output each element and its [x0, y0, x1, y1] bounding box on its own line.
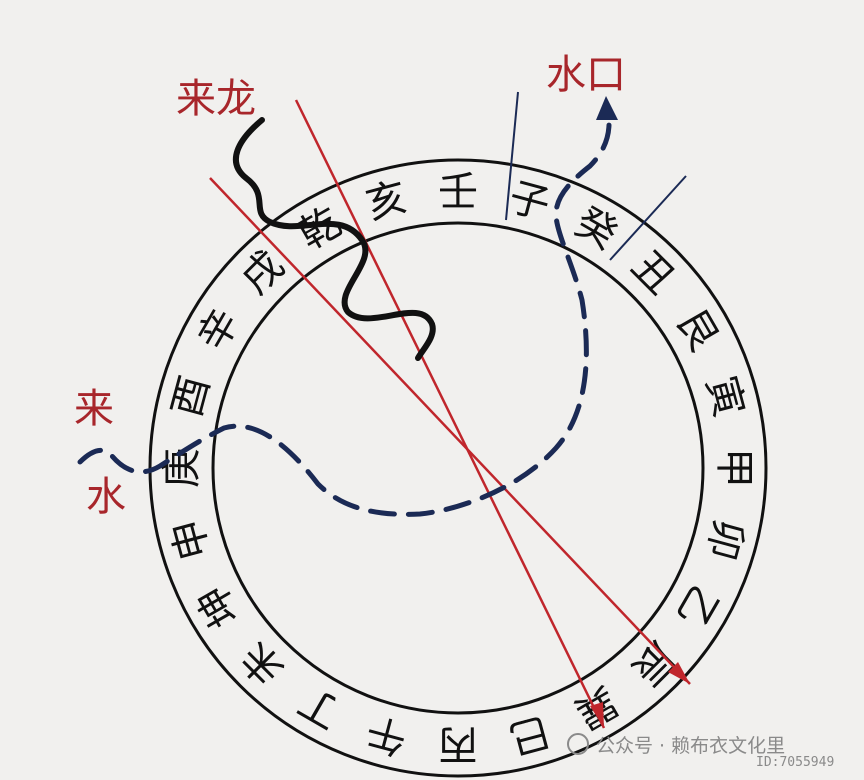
water-outlet-arrowhead — [596, 96, 618, 120]
ring-char: 丁 — [291, 677, 349, 737]
red-line-1 — [294, 99, 606, 729]
dragon-label: 来龙 — [176, 76, 256, 122]
wechat-icon — [567, 733, 589, 755]
sector-divider-right — [609, 175, 687, 261]
ring-char: 午 — [361, 707, 412, 762]
red-arrowhead-2 — [668, 662, 690, 684]
ring-characters: 壬子癸丑艮寅甲卯乙辰巽巳丙午丁未坤申庚酉辛戌乾亥 — [159, 169, 757, 767]
incoming-water-label-bottom: 水 — [86, 474, 126, 520]
incoming-water-label-top: 来 — [74, 386, 114, 432]
ring-char: 乙 — [667, 577, 727, 635]
ring-char: 卯 — [697, 514, 752, 565]
ring-char: 艮 — [667, 301, 727, 359]
ring-char: 酉 — [164, 371, 219, 422]
ring-char: 乾 — [291, 199, 349, 259]
ring-char: 亥 — [361, 174, 412, 229]
inner-ring — [211, 221, 705, 715]
ring-char: 申 — [164, 514, 219, 565]
ring-char: 壬 — [438, 169, 478, 215]
watermark-id: ID:7055949 — [756, 755, 834, 770]
ring-char: 丙 — [438, 721, 478, 767]
dragon-line — [233, 117, 436, 361]
outer-ring — [148, 158, 768, 778]
water-path — [77, 109, 612, 517]
outlet-label: 水口 — [546, 52, 626, 98]
ring-char: 辛 — [189, 301, 249, 359]
ring-char: 甲 — [711, 448, 757, 488]
watermark-text: 公众号 · 赖布衣文化里 — [596, 735, 785, 757]
ring-char: 巳 — [504, 707, 555, 762]
ring-char: 癸 — [567, 199, 625, 259]
watermark: 公众号 · 赖布衣文化里 ID:7055949 — [567, 733, 834, 770]
ring-char: 子 — [504, 174, 555, 229]
ring-char: 坤 — [189, 577, 249, 635]
red-arrowhead-1 — [590, 702, 604, 728]
sector-divider-left — [505, 91, 519, 221]
ring-char: 寅 — [697, 371, 752, 422]
red-line-2 — [209, 177, 691, 685]
